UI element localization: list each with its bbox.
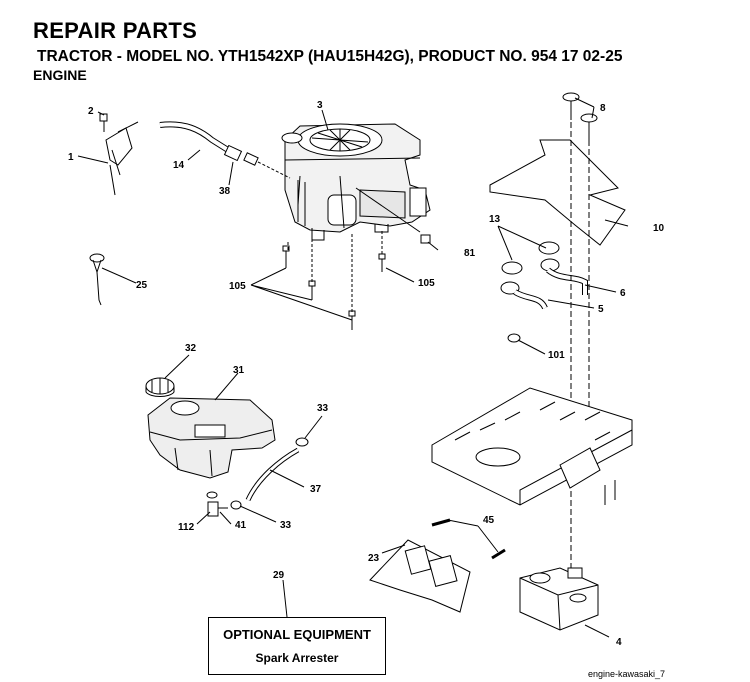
- alignment-lines: [570, 122, 590, 600]
- callout-45: 45: [483, 515, 495, 526]
- callout-31: 31: [233, 365, 245, 376]
- callout-33-bottom: 33: [280, 520, 292, 531]
- callout-13: 13: [489, 214, 501, 225]
- callout-32: 32: [185, 343, 197, 354]
- bolts-105-drawing: [282, 230, 386, 330]
- page-title: REPAIR PARTS: [33, 18, 198, 43]
- engine-drawing: [281, 123, 431, 241]
- optional-equipment-heading: OPTIONAL EQUIPMENT: [223, 627, 371, 642]
- dipstick-drawing: [89, 253, 105, 306]
- optional-equipment-item: Spark Arrester: [255, 651, 339, 665]
- optional-equipment-box: OPTIONAL EQUIPMENT Spark Arrester: [208, 617, 386, 675]
- callout-5: 5: [598, 304, 604, 315]
- callout-1: 1: [68, 152, 74, 163]
- callout-2: 2: [88, 106, 94, 117]
- muffler-drawing: [519, 567, 599, 631]
- callout-101: 101: [548, 350, 565, 361]
- callout-105-right: 105: [418, 278, 435, 289]
- callout-105-left: 105: [229, 281, 246, 292]
- callout-14: 14: [173, 160, 185, 171]
- fuel-hose-drawing: [159, 121, 291, 179]
- callout-3: 3: [317, 100, 323, 111]
- callout-38: 38: [219, 186, 231, 197]
- bolts-45-drawing: [431, 518, 506, 560]
- fuel-tank-drawing: [147, 397, 276, 479]
- callout-29: 29: [273, 570, 285, 581]
- exhaust-pipes-drawing: [500, 241, 588, 343]
- nut-81-drawing: [420, 234, 431, 244]
- callout-37: 37: [310, 484, 322, 495]
- heat-shield-drawing: [489, 139, 626, 246]
- callout-112: 112: [178, 522, 195, 533]
- figure-reference: engine-kawasaki_7: [588, 669, 666, 679]
- callout-8: 8: [600, 103, 606, 114]
- throttle-control-drawing: [99, 113, 139, 196]
- fuel-cap-drawing: [145, 377, 175, 397]
- callout-4: 4: [616, 637, 622, 648]
- callout-23: 23: [368, 553, 380, 564]
- callout-41: 41: [235, 520, 247, 531]
- callout-25: 25: [136, 280, 148, 291]
- callout-labels: 1 2 3 4 5 6 8 10 13 14 23 25 29 31 32 33…: [68, 100, 665, 648]
- section-title: ENGINE: [33, 67, 87, 83]
- fuel-shutoff-drawing: [206, 491, 228, 517]
- bolts-8-drawing: [562, 92, 598, 140]
- leader-lines: [77, 97, 629, 638]
- callout-10: 10: [653, 223, 665, 234]
- frame-plate-drawing: [431, 387, 633, 506]
- muffler-shield-drawing: [369, 539, 471, 613]
- callout-81: 81: [464, 248, 476, 259]
- callout-6: 6: [620, 288, 626, 299]
- callout-33-top: 33: [317, 403, 329, 414]
- model-subtitle: TRACTOR - MODEL NO. YTH1542XP (HAU15H42G…: [37, 48, 623, 65]
